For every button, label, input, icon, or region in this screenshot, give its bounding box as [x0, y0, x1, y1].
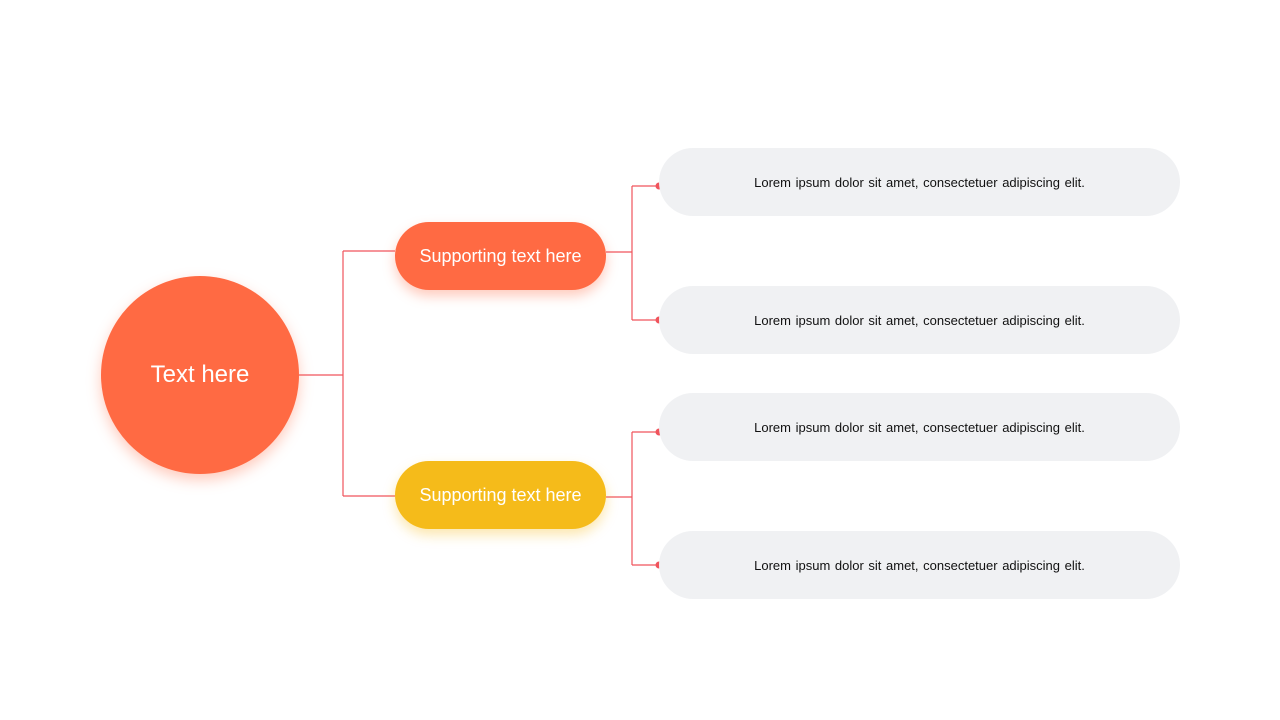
leaf-node-2: Lorem ipsum dolor sit amet, consectetuer… [659, 286, 1180, 354]
branch-node-top: Supporting text here [395, 222, 606, 290]
branch-a-connector [606, 185, 659, 321]
root-connector [299, 250, 395, 497]
root-label: Text here [150, 361, 250, 388]
branch-bottom-label: Supporting text here [419, 484, 582, 505]
branch-top-label: Supporting text here [419, 245, 582, 266]
root-node: Text here [101, 276, 299, 474]
branch-b-connector [606, 431, 659, 566]
leaf-node-1: Lorem ipsum dolor sit amet, consectetuer… [659, 148, 1180, 216]
leaf-node-4: Lorem ipsum dolor sit amet, consectetuer… [659, 531, 1180, 599]
leaf-1-text: Lorem ipsum dolor sit amet, consectetuer… [754, 174, 1085, 190]
leaf-node-3: Lorem ipsum dolor sit amet, consectetuer… [659, 393, 1180, 461]
leaf-4-text: Lorem ipsum dolor sit amet, consectetuer… [754, 557, 1085, 573]
leaf-3-text: Lorem ipsum dolor sit amet, consectetuer… [754, 419, 1085, 435]
leaf-2-text: Lorem ipsum dolor sit amet, consectetuer… [754, 312, 1085, 328]
branch-node-bottom: Supporting text here [395, 461, 606, 529]
